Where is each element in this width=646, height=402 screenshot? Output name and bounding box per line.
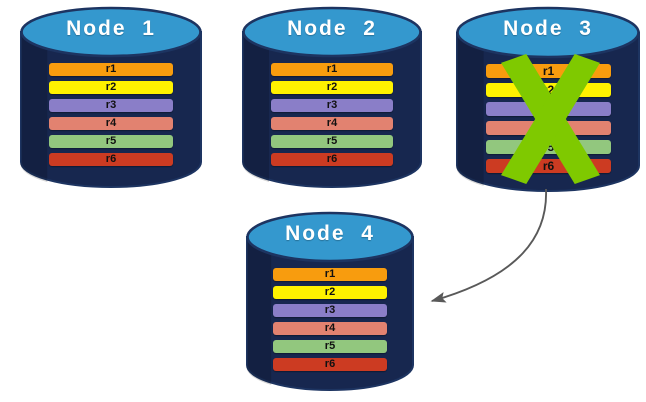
row-bar-r6[interactable]: r6 [486,159,611,173]
row-bar-r4[interactable]: r4 [271,117,393,130]
row-bar-r6[interactable]: r6 [271,153,393,166]
row-bar-r5[interactable]: r5 [49,135,173,148]
row-bar-r5[interactable]: r5 [271,135,393,148]
row-bar-r2[interactable]: r2 [486,83,611,97]
row-bar-r2[interactable]: r2 [49,81,173,94]
row-bar-r6[interactable]: r6 [273,358,387,371]
cylinder-body-shading [242,32,269,182]
row-bar-r4[interactable]: r4 [273,322,387,335]
row-bar-r2[interactable]: r2 [273,286,387,299]
row-bar-r2[interactable]: r2 [271,81,393,94]
row-bar-r4[interactable]: r4 [49,117,173,130]
row-bar-r1[interactable]: r1 [273,268,387,281]
row-bar-r4[interactable]: r4 [486,121,611,135]
cylinder-top-ellipse [242,6,422,58]
row-bar-r3[interactable]: r3 [486,102,611,116]
row-bar-r1[interactable]: r1 [271,63,393,76]
cylinder-top-ellipse [20,6,202,58]
row-bar-r3[interactable]: r3 [271,99,393,112]
row-bar-r5[interactable]: r5 [486,140,611,154]
row-bar-r3[interactable]: r3 [49,99,173,112]
cylinder-body-shading [456,32,484,186]
row-bar-r6[interactable]: r6 [49,153,173,166]
cylinder-body-shading [246,237,272,385]
row-bar-r3[interactable]: r3 [273,304,387,317]
row-bar-r5[interactable]: r5 [273,340,387,353]
cylinder-top-ellipse [456,6,640,59]
cylinder-top-ellipse [246,211,414,263]
row-bar-r1[interactable]: r1 [49,63,173,76]
cylinder-body-shading [20,32,48,182]
row-bar-r1[interactable]: r1 [486,64,611,78]
